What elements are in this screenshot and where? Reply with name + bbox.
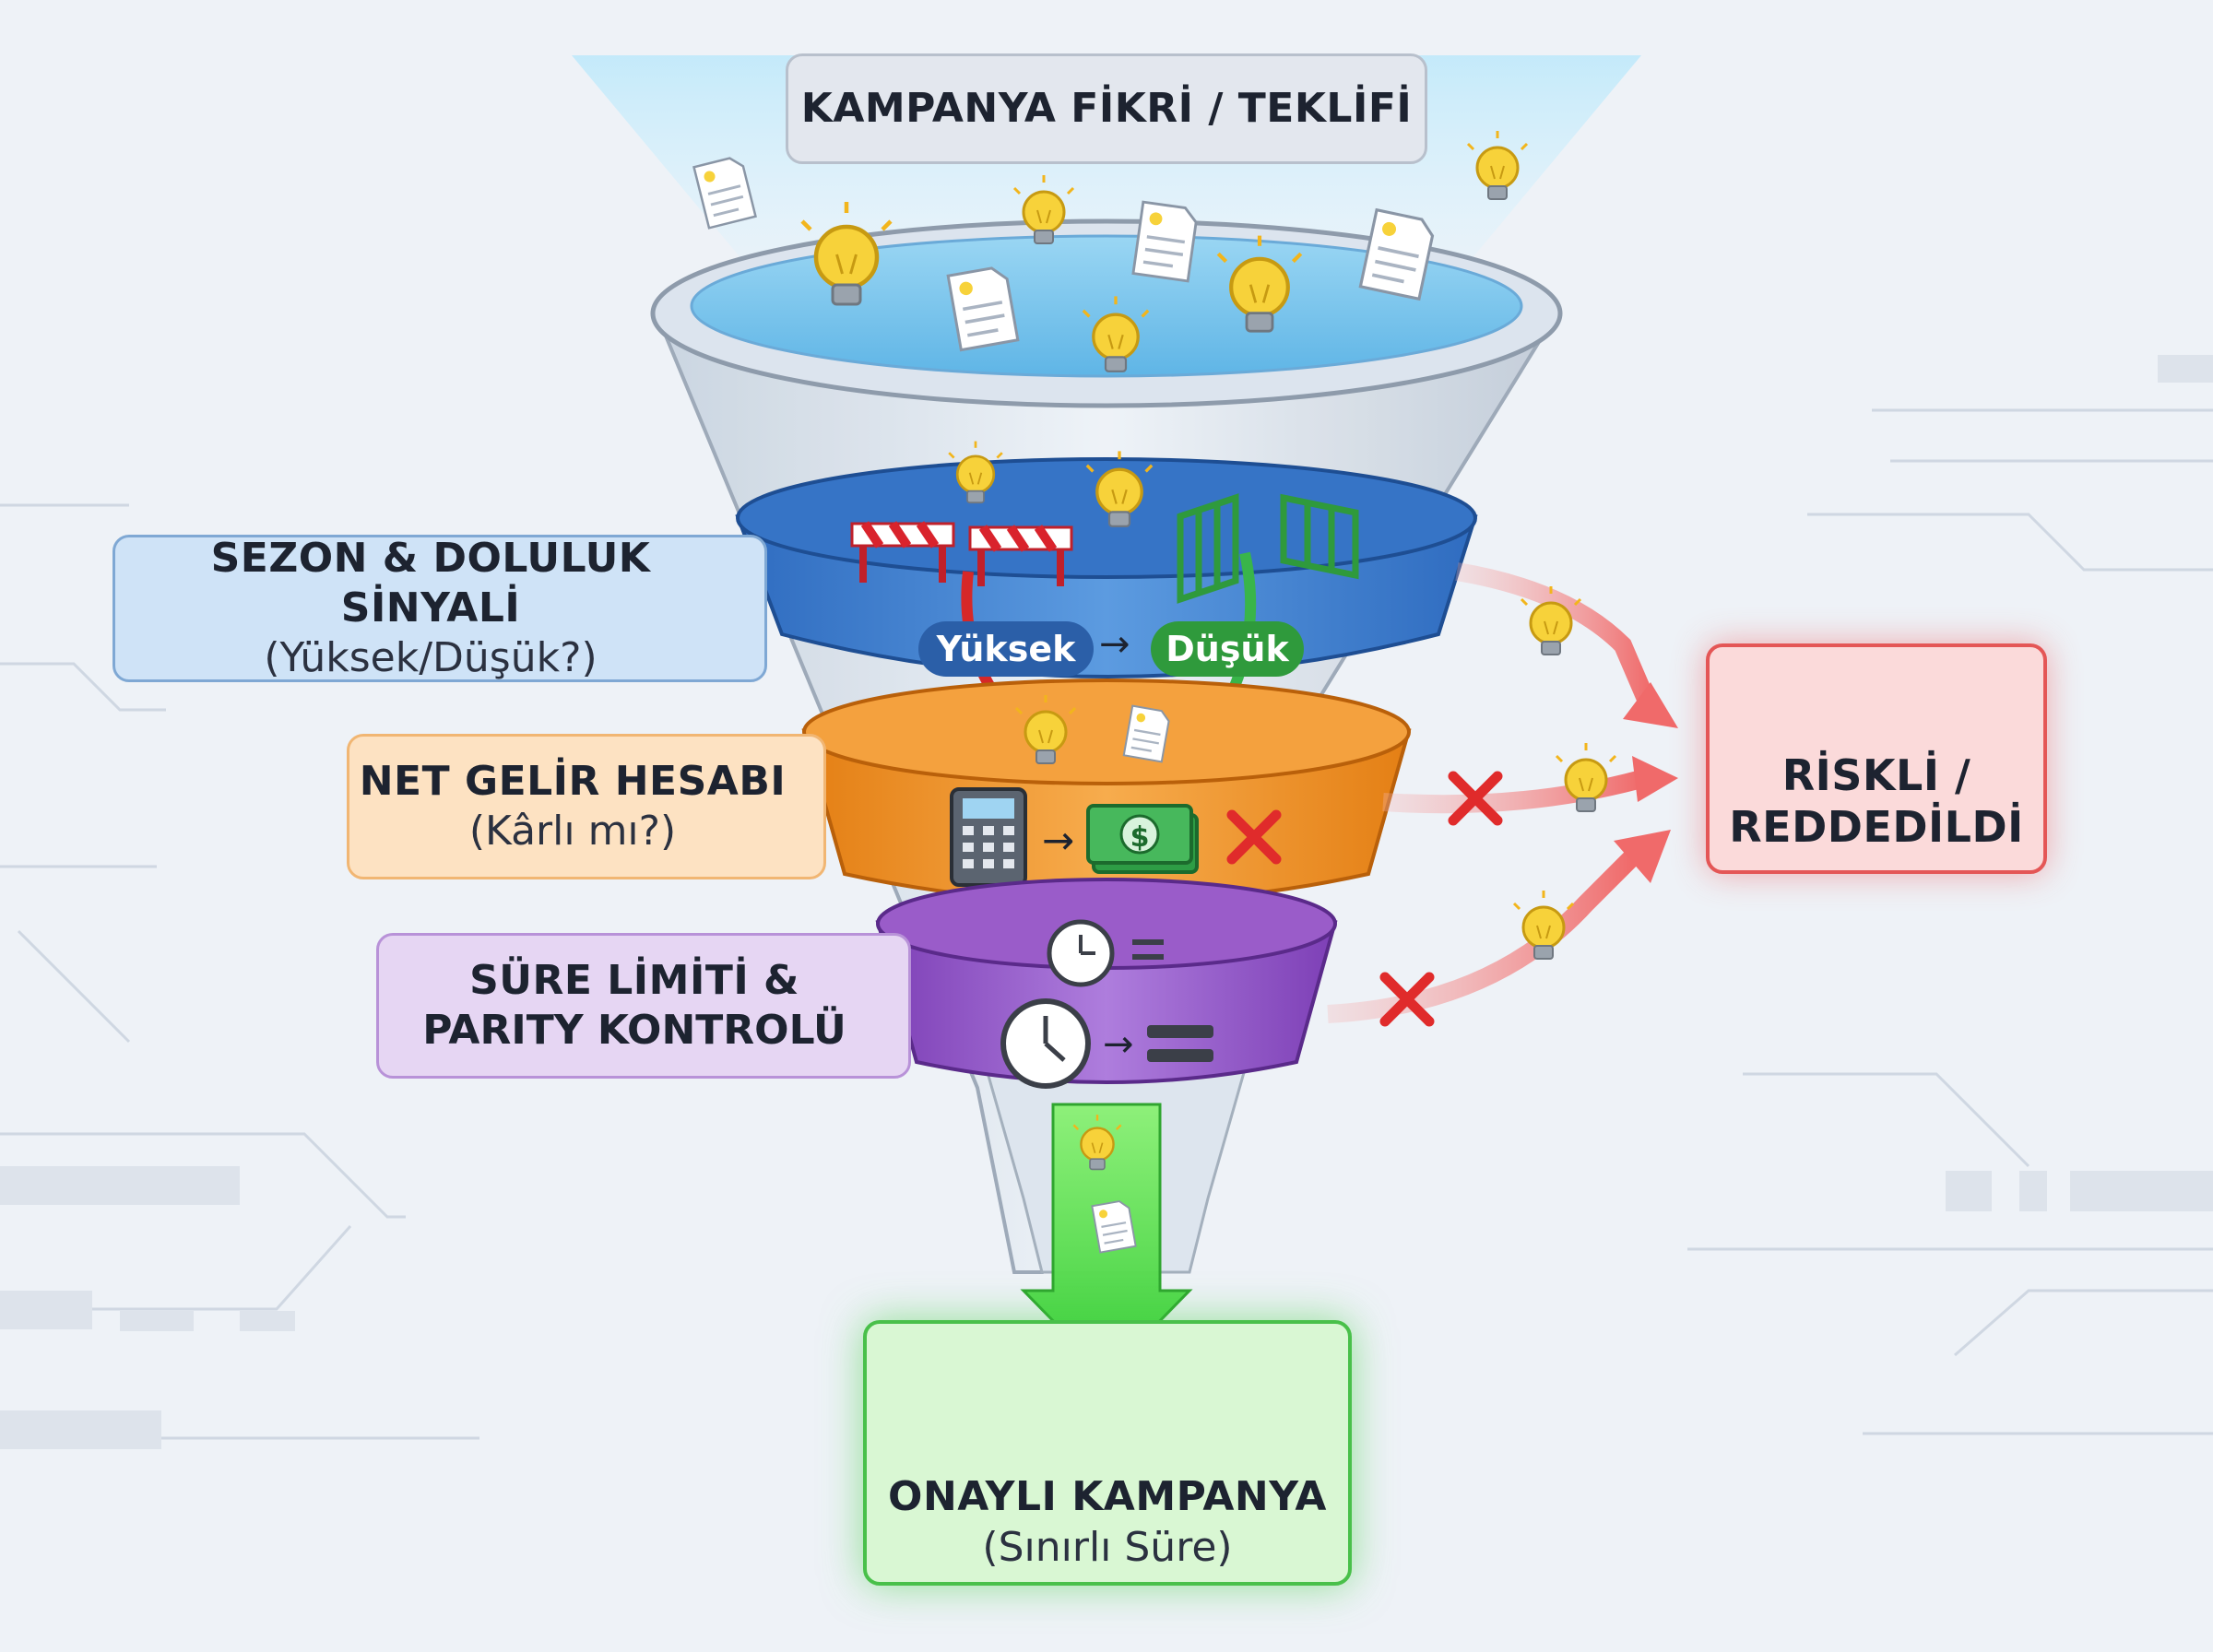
reject-flow-1 <box>1455 562 1660 714</box>
stage-title: SÜRE LİMİTİ & <box>469 957 799 1004</box>
svg-text:$: $ <box>1130 821 1150 854</box>
approved-subtitle: (Sınırlı Süre) <box>982 1524 1233 1571</box>
equals-icon <box>1147 1025 1213 1062</box>
signal-arrow: → <box>1099 623 1130 666</box>
funnel-liquid <box>690 234 1523 378</box>
reject-flow-3 <box>1327 850 1639 1023</box>
clock-icon <box>1000 998 1091 1089</box>
stage-subtitle: PARITY KONTROLÜ <box>422 1007 846 1054</box>
stage-label-time-limit: SÜRE LİMİTİ & PARITY KONTROLÜ <box>376 933 911 1079</box>
approved-title: ONAYLI KAMPANYA <box>888 1473 1327 1520</box>
signal-high-badge: Yüksek <box>918 621 1094 677</box>
stage-label-season: SEZON & DOLULUK SİNYALİ (Yüksek/Düşük?) <box>112 535 767 682</box>
equals-icon <box>1132 939 1164 960</box>
money-icon: $ <box>1086 804 1199 874</box>
reject-flow-2 <box>1382 770 1644 814</box>
gate-icon <box>1177 493 1359 604</box>
stage-title: SEZON & DOLULUK SİNYALİ <box>210 535 651 631</box>
calculator-icon <box>950 787 1027 887</box>
circuit-blocks <box>0 355 2213 1449</box>
stage-subtitle: (Kârlı mı?) <box>468 808 677 855</box>
stage-subtitle: (Yüksek/Düşük?) <box>264 634 598 681</box>
clock-icon <box>1047 919 1115 987</box>
calc-arrow: → <box>1042 818 1074 863</box>
reject-box: RİSKLİ / REDDEDİLDİ <box>1706 643 2047 874</box>
approved-box: ONAYLI KAMPANYA (Sınırlı Süre) <box>863 1320 1352 1586</box>
source-title: KAMPANYA FİKRİ / TEKLİFİ <box>800 85 1413 132</box>
stage-title: NET GELİR HESABI <box>359 758 787 805</box>
stage-label-net-income: NET GELİR HESABI (Kârlı mı?) <box>347 734 826 879</box>
source-label: KAMPANYA FİKRİ / TEKLİFİ <box>786 53 1427 164</box>
barrier-icon <box>850 521 1073 586</box>
reject-label: RİSKLİ / REDDEDİLDİ <box>1729 750 2024 852</box>
clock-arrow: → <box>1103 1023 1134 1066</box>
signal-low-badge: Düşük <box>1151 621 1304 677</box>
